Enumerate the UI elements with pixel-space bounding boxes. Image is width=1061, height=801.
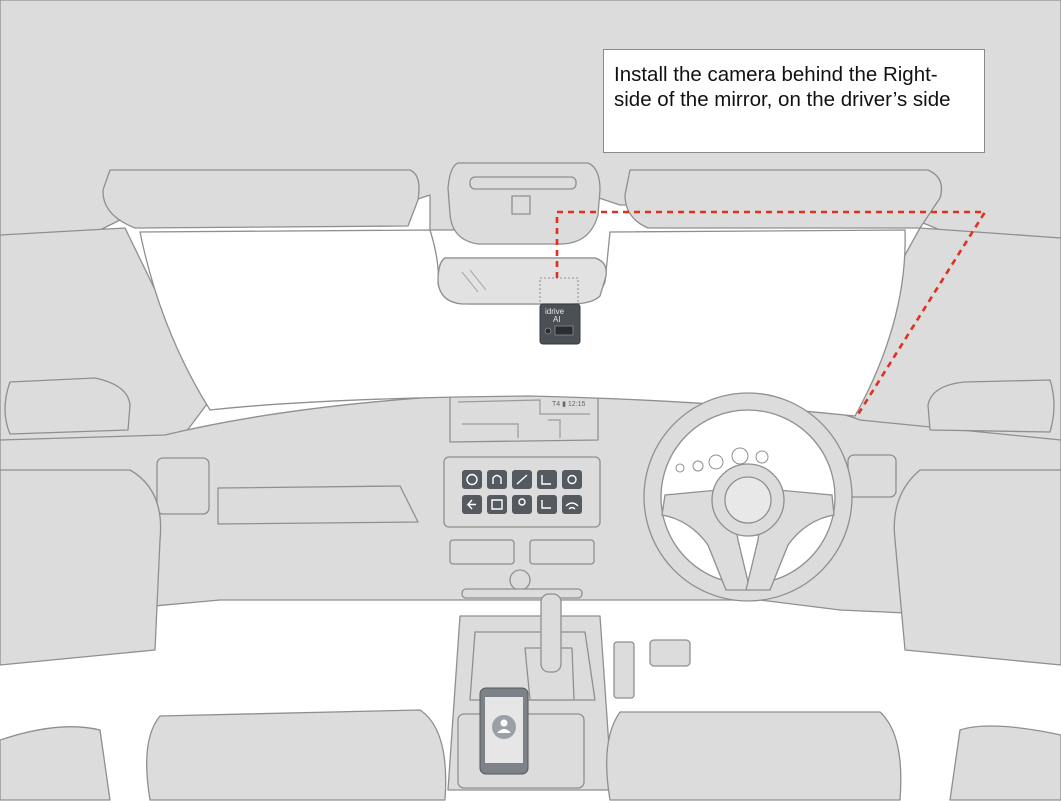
control-panel (444, 457, 600, 527)
left-seat (147, 710, 446, 800)
left-vent (157, 458, 209, 514)
book-icon[interactable] (487, 495, 507, 514)
car-icon[interactable] (462, 470, 482, 489)
annotation-text: Install the camera behind the Right-side… (614, 63, 951, 111)
smartphone (480, 688, 528, 774)
settings-icon[interactable] (562, 470, 582, 489)
left-side-mirror (5, 378, 130, 434)
right-side-mirror (928, 380, 1054, 432)
right-door-panel (894, 470, 1061, 665)
steering-wheel (644, 393, 852, 601)
console-strip (462, 589, 582, 598)
mirror-sensor (470, 177, 576, 189)
user-icon (492, 715, 516, 739)
right-seat-side (950, 726, 1061, 800)
climate-panel-left (450, 540, 514, 564)
right-seat (607, 712, 901, 800)
infotainment-screen (450, 392, 598, 442)
screen-status-text: T4 ▮ 12:15 (552, 401, 586, 408)
wifi-icon[interactable] (562, 495, 582, 514)
seat-adjust-icon[interactable] (537, 495, 557, 514)
annotation-callout: Install the camera behind the Right-side… (603, 49, 985, 153)
headset-icon[interactable] (487, 470, 507, 489)
left-dash-trim (218, 486, 418, 524)
climate-panel-right (530, 540, 594, 564)
mirror-stem (512, 196, 530, 214)
right-vent (848, 455, 896, 497)
left-sun-visor (103, 170, 419, 228)
volume-knob (510, 570, 530, 590)
left-door-panel (0, 470, 161, 665)
left-seat-side (0, 727, 110, 800)
gear-lever (541, 594, 561, 672)
right-sun-visor (625, 170, 942, 228)
pedal-accelerator (614, 642, 634, 698)
seat-icon[interactable] (537, 470, 557, 489)
camera-model: AI (553, 315, 561, 324)
pedal-brake (650, 640, 690, 666)
